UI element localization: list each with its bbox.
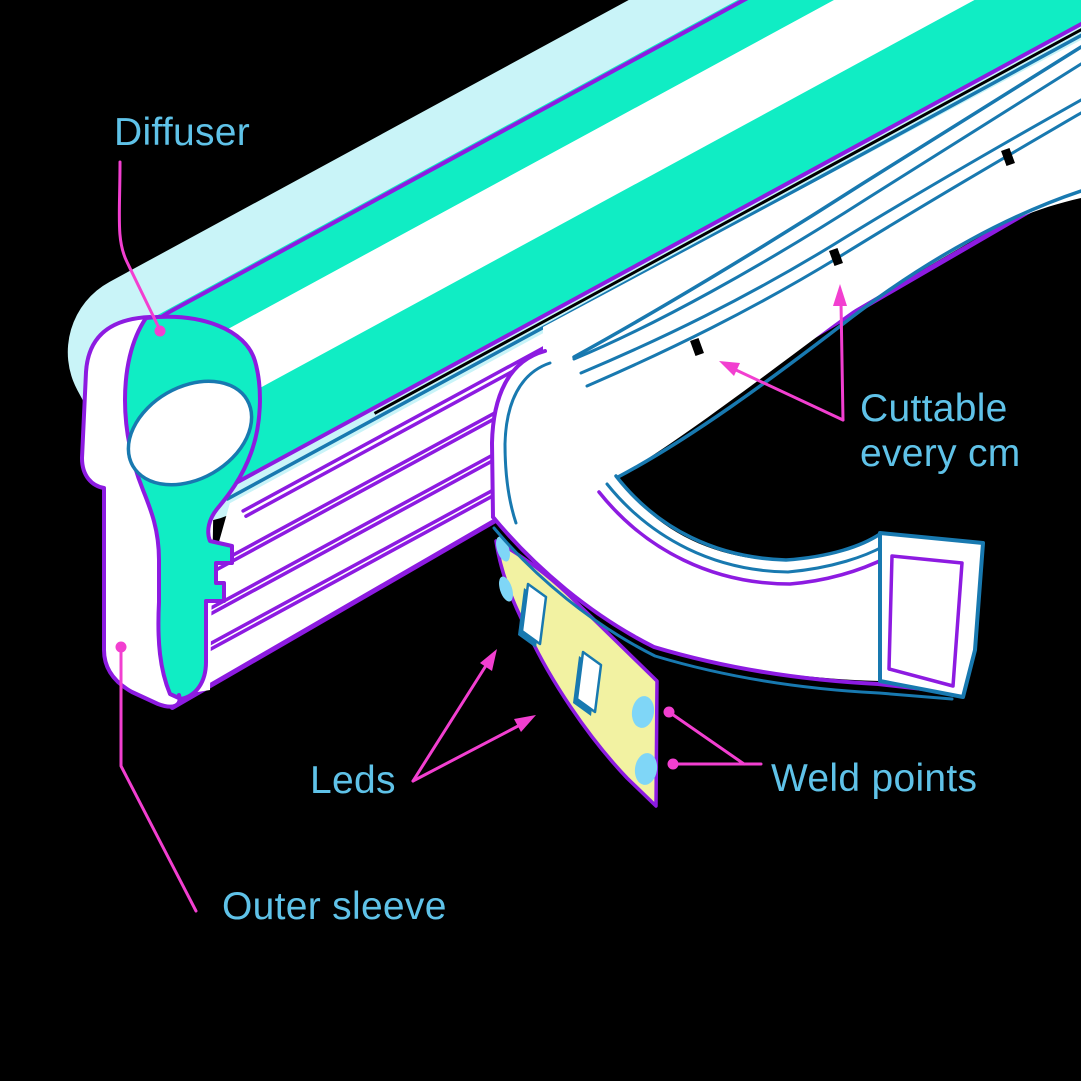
shadow-line	[373, 0, 1081, 415]
cut-mark	[1001, 147, 1015, 167]
cuttable-label: Cuttable every cm	[860, 387, 1021, 475]
bend-lip-line-2	[572, 62, 1081, 361]
outer-lip-blue-edge	[492, 526, 954, 701]
weld-point-pad	[634, 753, 658, 785]
inner-fold-line-1	[614, 474, 882, 562]
cut-guide-line-1	[579, 98, 1081, 375]
ribbon-inner-surface	[492, 345, 966, 697]
tube-cross-section	[80, 314, 262, 709]
curved-sleeve-ribbon	[492, 40, 1081, 697]
cuttable-arrow-line-2	[734, 368, 845, 422]
diffuser-leader-dot	[154, 325, 166, 337]
cut-mark	[829, 247, 843, 267]
weld-points-label: Weld points	[771, 757, 978, 800]
fins-bottom-edge	[169, 0, 1081, 711]
annotations	[115, 160, 847, 913]
leds-arrowhead-2	[514, 715, 536, 732]
led-chip	[520, 582, 548, 646]
ribbon-far-edge	[616, 189, 1081, 479]
sleeve-blue-edge	[225, 0, 1081, 501]
cuttable-arrowhead-1	[833, 284, 847, 306]
weld-leader-line-1	[667, 710, 746, 766]
inner-fold-purple-line	[597, 490, 890, 586]
leds-arrowhead-1	[480, 649, 497, 671]
weld-point-pad	[631, 696, 655, 728]
leds-arrow-line-1	[411, 662, 489, 783]
outer-sleeve-leader-line	[119, 645, 198, 913]
leds-arrow-line-2	[411, 723, 522, 783]
cut-end-face	[878, 531, 985, 699]
diffuser-label: Diffuser	[114, 111, 251, 154]
light-bore	[126, 379, 254, 487]
cross-section-outline	[80, 315, 182, 709]
cuttable-arrow-line-1	[839, 300, 845, 422]
led-chip	[575, 650, 603, 714]
leds-label: Leds	[310, 759, 396, 802]
sleeve-cut-end	[878, 531, 985, 699]
weld-point-pad	[499, 576, 513, 602]
cut-marks	[690, 147, 1015, 357]
bend-front-lip-outline	[490, 349, 547, 519]
bend-lip-line-1	[572, 45, 1081, 359]
cut-end-inner-outline	[887, 554, 964, 688]
front-band-bottom-outline	[491, 515, 952, 694]
cut-mark	[690, 337, 704, 357]
diffuser-leader-line	[117, 160, 161, 330]
led-pcb-strip	[494, 536, 659, 808]
diffuser-top-stripe	[123, 0, 1081, 374]
sleeve-top-face	[145, 0, 1081, 433]
bend-front-lip-blue	[503, 361, 552, 525]
ribbon-bottom-edges	[490, 349, 954, 701]
cuttable-arrowhead-2	[719, 361, 740, 376]
sleeve-mid-outline	[210, 0, 1081, 498]
inner-fold-line-2	[605, 482, 886, 574]
outer-sleeve-label: Outer sleeve	[222, 885, 447, 928]
diffuser-side-stripe	[177, 0, 1081, 495]
